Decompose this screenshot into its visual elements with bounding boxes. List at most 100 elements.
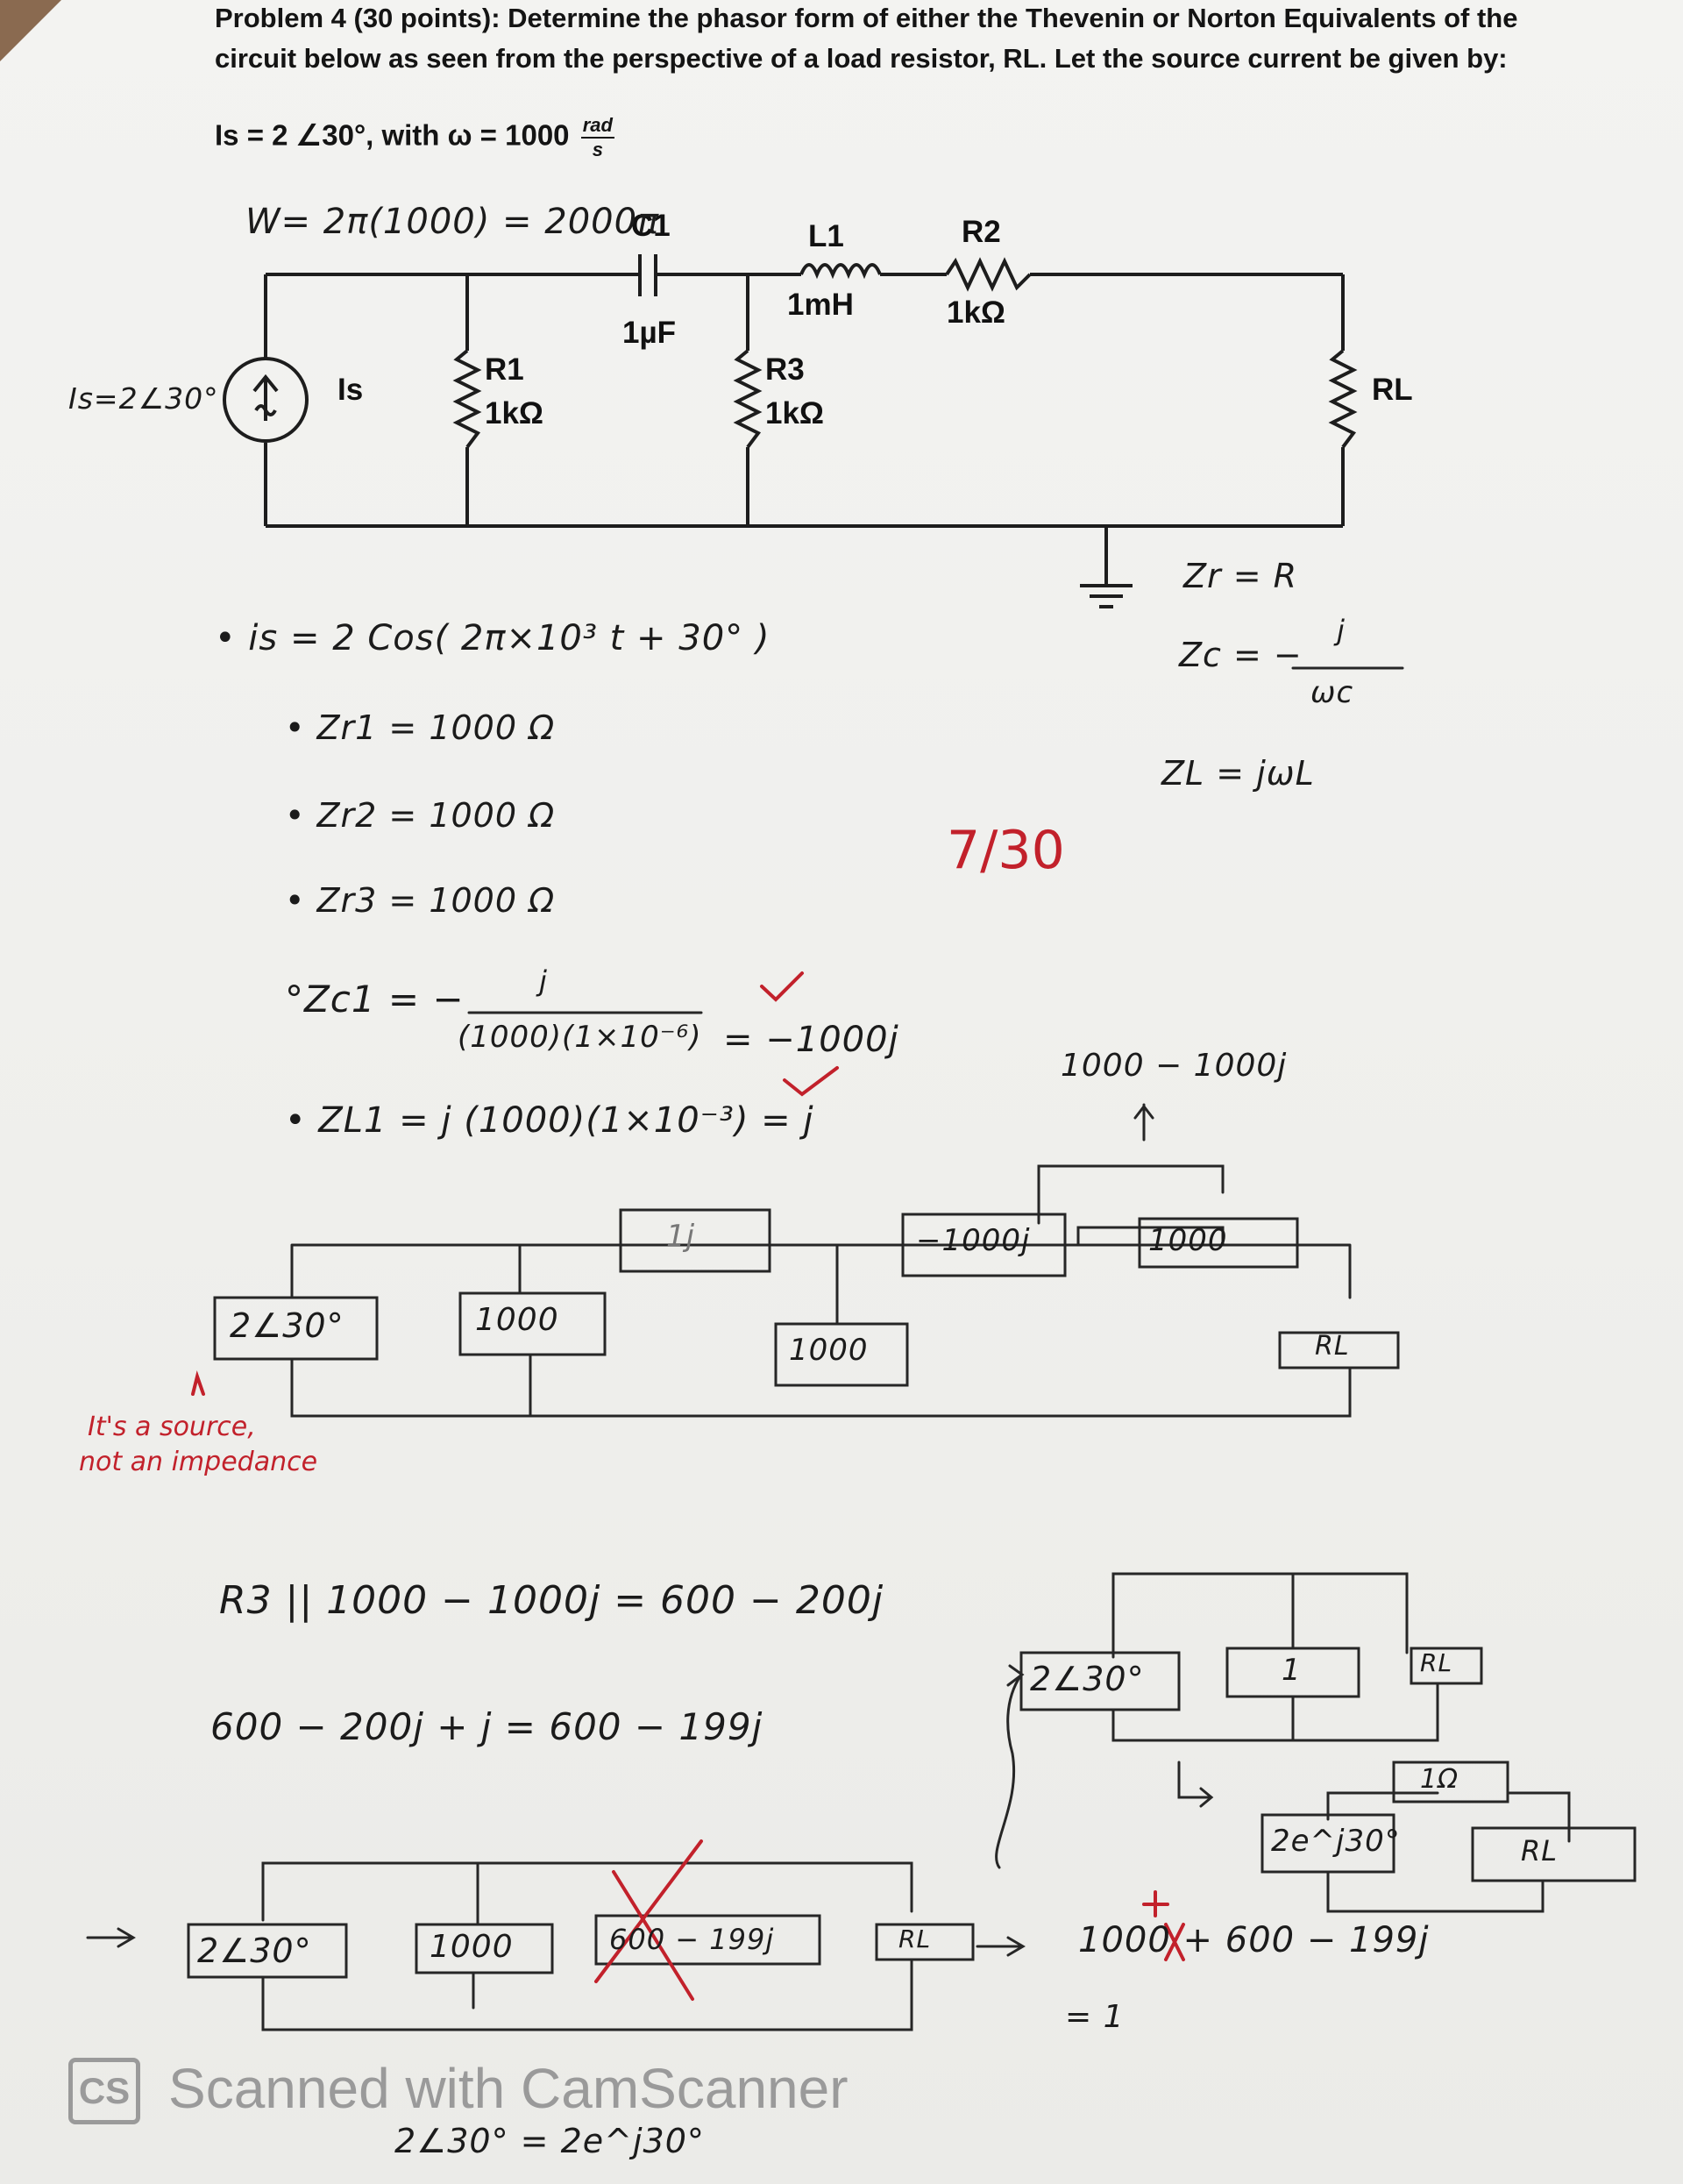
hw-zc-den: ωc <box>1310 675 1354 710</box>
d1-label-1000b: 1000 <box>1148 1223 1228 1258</box>
given-unit-num: rad <box>580 114 614 139</box>
l1-value: 1mH <box>787 288 854 322</box>
hw-zl-def: ZL = jωL <box>1161 754 1315 793</box>
r1-zigzag <box>452 349 482 449</box>
red-x-mark <box>594 1839 703 2001</box>
d4-box-rl <box>875 1923 975 1961</box>
d1-box-j <box>619 1208 771 1273</box>
hw-zc-num: j <box>1337 614 1346 647</box>
hw-is-left: Is=2∠30° <box>68 381 219 416</box>
d4-box-src <box>187 1923 348 1979</box>
hw-sum: 600 − 200j + j = 600 − 199j <box>210 1705 763 1748</box>
given-unit-fraction: rad s <box>580 114 614 161</box>
hw-is-time: • is = 2 Cos( 2π×10³ t + 30° ) <box>215 618 770 658</box>
d1-box-1000b <box>1138 1217 1299 1269</box>
d1-label-rl: RL <box>1315 1331 1350 1362</box>
given-source-text: Is = 2 ∠30°, with ω = 1000 <box>215 118 570 152</box>
diagram4-arrow <box>86 1927 136 1948</box>
diagram3-bottom <box>1326 1870 1545 1913</box>
diagram1-bottom <box>290 1353 1352 1418</box>
l1-name: L1 <box>808 219 844 253</box>
check-mark-2 <box>783 1066 839 1097</box>
hw-zl1: • ZL1 = j (1000)(1×10⁻³) = j <box>285 1100 814 1141</box>
red-cross-small <box>1164 1923 1185 1961</box>
diagram3-top <box>1326 1791 1571 1843</box>
hw-zc-def: Zc = − <box>1179 636 1303 674</box>
d4-label-rl: RL <box>898 1924 932 1953</box>
hook-arrow <box>995 1673 1023 1869</box>
d2-label-1: 1 <box>1282 1653 1302 1688</box>
hw-zc1-den: (1000)(1×10⁻⁶) <box>458 1020 702 1055</box>
d1-box-1000c <box>774 1322 909 1387</box>
hw-bottom: 2∠30° = 2e^j30° <box>394 2122 705 2160</box>
source-tilde <box>254 404 277 416</box>
hw-zr2: • Zr2 = 1000 Ω <box>285 796 556 835</box>
r1-value: 1kΩ <box>485 396 543 430</box>
c1-plates <box>638 254 657 296</box>
problem-title: Problem 4 (30 points): Determine the pha… <box>215 3 1518 33</box>
page-corner-shadow <box>0 0 61 61</box>
hw-zr1: • Zr1 = 1000 Ω <box>285 708 556 747</box>
d2-label-src: 2∠30° <box>1030 1660 1145 1698</box>
hw-eq-1: = 1 <box>1065 1999 1125 2035</box>
c1-name: C1 <box>631 209 671 243</box>
r2-name: R2 <box>962 215 1001 249</box>
d1-label-1000a: 1000 <box>475 1302 559 1338</box>
diagram2-bottom <box>1111 1682 1439 1742</box>
red-plus <box>1142 1890 1169 1917</box>
d3-box-1 <box>1392 1761 1509 1803</box>
d1-label-j: 1j <box>666 1219 696 1254</box>
camscanner-logo: CS <box>68 2058 140 2124</box>
d1-box-rl <box>1278 1331 1400 1369</box>
d3-box-rl <box>1471 1826 1637 1882</box>
diagram4-bottom <box>261 1958 913 2031</box>
hw-zr3: • Zr3 = 1000 Ω <box>285 881 556 920</box>
hw-zc1-num: j <box>539 964 548 998</box>
d4-label-1000: 1000 <box>430 1929 514 1965</box>
r2-value: 1kΩ <box>947 295 1005 330</box>
diagram4-top <box>261 1861 913 1926</box>
r3-zigzag <box>733 349 763 449</box>
d1-box-1000a <box>458 1291 607 1356</box>
series-bracket <box>1037 1103 1225 1225</box>
d4-box-x <box>594 1914 821 1966</box>
hw-zr-def: Zr = R <box>1183 557 1298 595</box>
check-mark-1 <box>760 971 804 1002</box>
expr-arrow <box>976 1936 1026 1957</box>
c1-value: 1µF <box>622 316 677 350</box>
grade-note-2: not an impedance <box>79 1447 318 1477</box>
d4-label-x: 600 − 199j <box>609 1923 775 1956</box>
d4-label-src: 2∠30° <box>197 1931 312 1970</box>
rl-zigzag <box>1328 349 1358 449</box>
hw-zc1-lhs: °Zc1 = − <box>285 978 465 1021</box>
camscanner-text: Scanned with CamScanner <box>168 2057 849 2120</box>
grade-score: 7/30 <box>947 820 1065 881</box>
series-arrow <box>1133 1104 1154 1120</box>
d3-label-1: 1Ω <box>1420 1764 1459 1795</box>
hw-zc1-result: = −1000j <box>723 1020 899 1060</box>
diagram1-top <box>290 1243 1352 1299</box>
rl-name: RL <box>1372 373 1413 407</box>
d1-label-src: 2∠30° <box>230 1306 344 1345</box>
d1-label-1000c: 1000 <box>789 1333 869 1368</box>
r1-name: R1 <box>485 352 524 387</box>
grade-note-1: It's a source, <box>88 1412 256 1442</box>
d4-box-1000 <box>415 1923 554 1974</box>
d2-label-rl: RL <box>1420 1648 1453 1677</box>
given-source: Is = 2 ∠30°, with ω = 1000 rad s <box>215 114 614 161</box>
problem-line-2: circuit below as seen from the perspecti… <box>215 43 1508 74</box>
source-circle <box>223 357 309 443</box>
r2-zigzag <box>945 257 1032 292</box>
red-arrow <box>191 1370 205 1396</box>
hw-parallel: R3 || 1000 − 1000j = 600 − 200j <box>219 1578 884 1623</box>
l1-coil <box>799 263 882 280</box>
hw-omega: W= 2π(1000) = 2000π <box>245 202 660 242</box>
ground-symbol <box>1080 526 1133 608</box>
is-name: Is <box>337 373 364 407</box>
hook-arrow-head <box>1006 1664 1025 1687</box>
diagram1-branches <box>518 1226 1225 1326</box>
d1-box-src <box>213 1296 379 1361</box>
r3-name: R3 <box>765 352 805 387</box>
